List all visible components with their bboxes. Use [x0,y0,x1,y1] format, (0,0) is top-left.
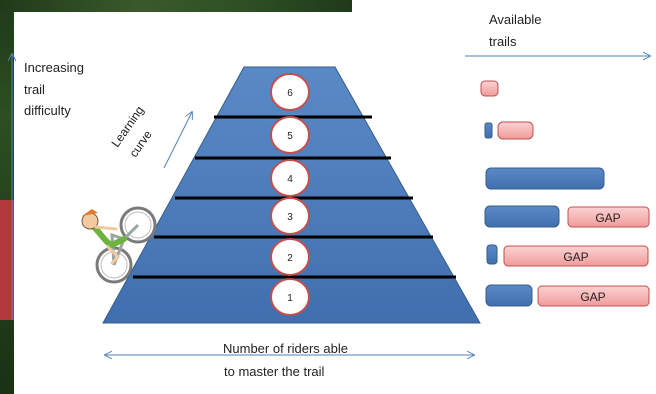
difficulty-label-line3: difficulty [24,103,71,118]
level-circle-2: 2 [270,238,310,276]
cyclist-illustration [81,206,157,284]
trail-segment-red [497,121,534,140]
background-photo-top [0,0,352,12]
trail-gap-segment [503,245,649,267]
gap-label: GAP [580,290,605,304]
level-circle-4: 4 [270,159,310,197]
level-circle-3: 3 [270,197,310,235]
riders-label-line2: to master the trail [224,364,325,379]
level-number: 2 [287,253,293,264]
difficulty-label-line2: trail [24,82,45,97]
level-dividers [133,115,456,279]
trail-segment-blue [484,122,493,139]
background-red-panel [0,200,14,320]
level-number: 6 [287,88,293,99]
trail-segment-blue [485,284,533,307]
level-number: 3 [287,212,293,223]
trail-segment-blue [486,244,498,265]
level-circle-6: 6 [270,73,310,111]
level-number: 4 [287,174,293,185]
trail-segment-blue [485,167,605,190]
level-circle-1: 1 [270,278,310,316]
gap-label: GAP [563,250,588,264]
trail-gap-segment [537,285,650,307]
available-trails-label-line1: Available [489,12,542,27]
level-circle-5: 5 [270,116,310,154]
learning-curve-arrow [163,112,192,169]
trail-segment-red [480,80,499,97]
gap-label: GAP [595,211,620,225]
available-trails-label-line2: trails [489,34,517,49]
trail-segment-blue [484,205,560,228]
difficulty-label-line1: Increasing [24,60,84,75]
riders-label-line1: Number of riders able [223,341,348,356]
trail-gap-segment [567,206,650,228]
level-number: 1 [287,293,293,304]
level-number: 5 [287,131,293,142]
